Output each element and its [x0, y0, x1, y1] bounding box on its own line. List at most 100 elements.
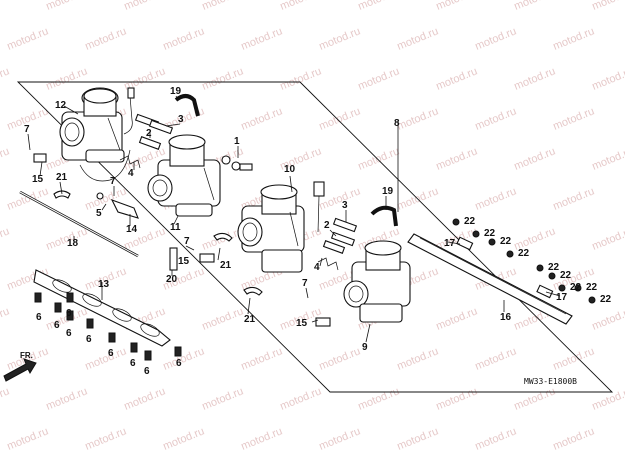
watermark-text: motod.ru — [5, 425, 50, 452]
watermark-text: motod.ru — [356, 385, 401, 412]
callout-8: 8 — [394, 118, 400, 129]
watermark-text: motod.ru — [44, 65, 89, 92]
callout-22: 22 — [570, 282, 582, 293]
watermark-text: motod.ru — [434, 145, 479, 172]
callout-22: 22 — [464, 216, 476, 227]
screw-22 — [472, 230, 480, 238]
screw-22 — [536, 264, 544, 272]
insulator-plate-13 — [33, 269, 171, 347]
front-direction-marker: FR. — [3, 351, 37, 382]
screw-22 — [488, 238, 496, 246]
bracket-15-a — [33, 153, 47, 163]
watermark-text: motod.ru — [44, 0, 89, 13]
callout-13: 13 — [98, 279, 110, 290]
callout-19: 19 — [170, 86, 182, 97]
watermark-text: motod.ru — [239, 425, 284, 452]
fuel-rail-16 — [407, 233, 573, 325]
carburetor-10 — [237, 184, 305, 273]
leader-line — [545, 291, 561, 297]
callout-6: 6 — [130, 358, 136, 369]
watermark-text: motod.ru — [239, 345, 284, 372]
watermark-text: motod.ru — [512, 385, 557, 412]
callout-21: 21 — [220, 260, 232, 271]
callout-6: 6 — [108, 348, 114, 359]
watermark-text: motod.ru — [0, 0, 11, 13]
drain-tube-20 — [169, 247, 178, 271]
clip-21-b — [213, 232, 233, 242]
callout-1: 1 — [234, 136, 240, 147]
watermark-text: motod.ru — [590, 65, 625, 92]
diagram-code: MW33-E1800B — [524, 377, 577, 386]
watermark-text: motod.ru — [0, 145, 11, 172]
callout-6: 6 — [66, 308, 72, 319]
callout-18: 18 — [67, 238, 79, 249]
watermark-text: motod.ru — [512, 65, 557, 92]
watermark-text: motod.ru — [122, 0, 167, 13]
link-14 — [96, 192, 139, 219]
screw-22 — [506, 250, 514, 258]
watermark-text: motod.ru — [356, 65, 401, 92]
watermark-text: motod.ru — [434, 385, 479, 412]
watermark-text: motod.ru — [0, 385, 11, 412]
callout-14: 14 — [126, 224, 138, 235]
leader-line — [289, 175, 293, 193]
watermark-text: motod.ru — [473, 105, 518, 132]
callout-19: 19 — [382, 186, 394, 197]
watermark-text: motod.ru — [0, 225, 11, 252]
callout-2: 2 — [324, 220, 330, 231]
callout-21: 21 — [244, 314, 256, 325]
watermark-text: motod.ru — [317, 425, 362, 452]
screws-6 — [34, 292, 182, 361]
leader-line — [101, 203, 107, 211]
watermark-text: motod.ru — [44, 385, 89, 412]
screw-22 — [452, 218, 460, 226]
joint-pipes-left — [119, 113, 174, 169]
screws-22 — [452, 218, 596, 304]
bracket-15-c — [315, 317, 331, 327]
watermark-text: motod.ru — [590, 305, 625, 332]
callout-17: 17 — [556, 292, 568, 303]
callout-22: 22 — [484, 228, 496, 239]
watermark-text: motod.ru — [434, 305, 479, 332]
watermark-text: motod.ru — [356, 0, 401, 13]
watermark-text: motod.ru — [161, 25, 206, 52]
callout-21: 21 — [56, 172, 68, 183]
callout-10: 10 — [284, 164, 296, 175]
watermark-text: motod.ru — [473, 185, 518, 212]
callout-2: 2 — [146, 128, 152, 139]
screw-6 — [130, 342, 138, 353]
leader-line — [305, 287, 309, 299]
watermark-text: motod.ru — [395, 345, 440, 372]
watermark-text: motod.ru — [473, 345, 518, 372]
watermark-text: motod.ru — [590, 0, 625, 13]
watermark-text: motod.ru — [590, 225, 625, 252]
leader-line — [247, 297, 251, 315]
watermark-text: motod.ru — [434, 65, 479, 92]
watermark-text: motod.ru — [512, 0, 557, 13]
callout-3: 3 — [178, 114, 184, 125]
callout-15: 15 — [178, 256, 190, 267]
watermark-text: motod.ru — [239, 25, 284, 52]
leader-line — [311, 319, 319, 323]
watermark-text: motod.ru — [473, 425, 518, 452]
watermark-text: motod.ru — [317, 345, 362, 372]
screw-22 — [558, 284, 566, 292]
watermark-text: motod.ru — [551, 105, 596, 132]
watermark-text: motod.ru — [395, 105, 440, 132]
watermark-text: motod.ru — [317, 105, 362, 132]
callout-16: 16 — [500, 312, 512, 323]
watermark-text: motod.ru — [278, 65, 323, 92]
callout-6: 6 — [176, 358, 182, 369]
joint-pipes-right — [317, 217, 358, 271]
callout-22: 22 — [600, 294, 612, 305]
leader-line — [217, 247, 221, 261]
leader-line — [329, 229, 337, 237]
watermark-text: motod.ru — [551, 425, 596, 452]
hose-19-left — [174, 94, 200, 117]
watermark-text: motod.ru — [512, 145, 557, 172]
callout-22: 22 — [518, 248, 530, 259]
leader-line — [63, 105, 79, 115]
watermark-text: motod.ru — [239, 105, 284, 132]
callout-6: 6 — [54, 320, 60, 331]
leader-line — [185, 245, 195, 251]
